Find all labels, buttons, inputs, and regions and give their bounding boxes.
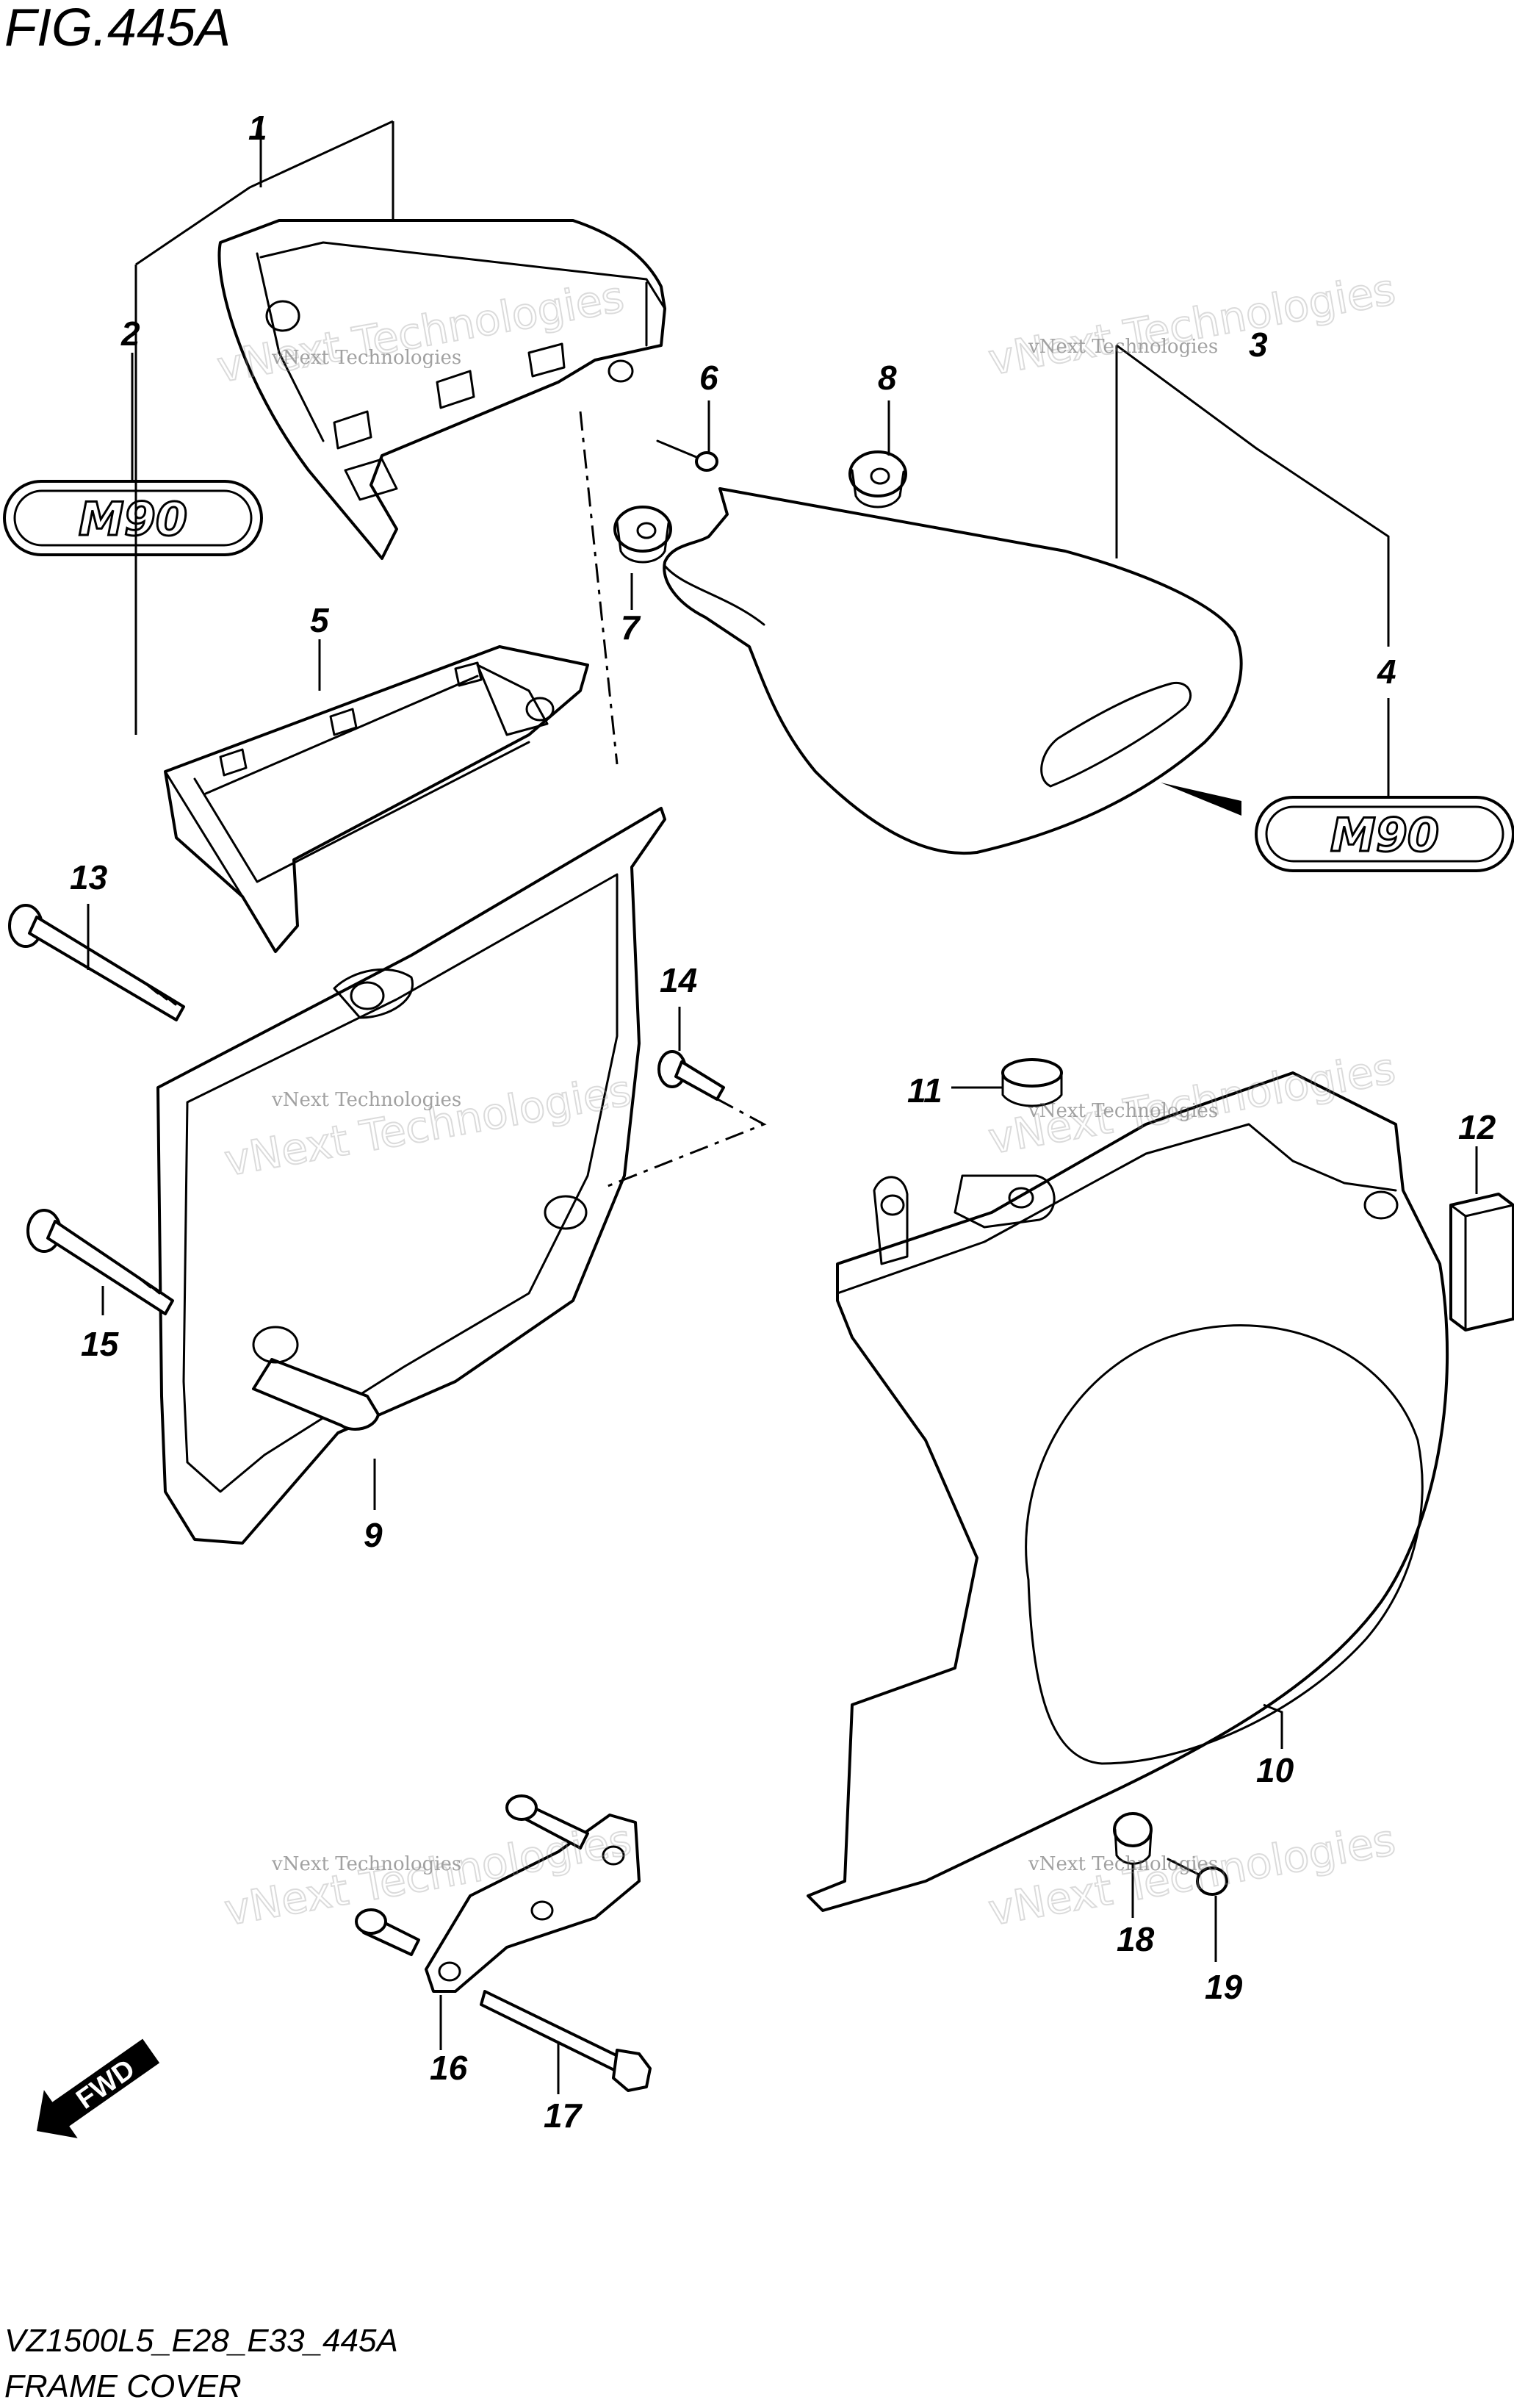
watermark-4: vNext Technologies (1028, 1100, 1218, 1122)
part-11-cushion (1001, 1058, 1063, 1107)
assembly-lines (579, 411, 767, 1188)
callout-11: 11 (907, 1071, 942, 1110)
figure-title: FIG.445A (4, 0, 231, 57)
callout-labels: 1 2 3 4 5 6 7 8 9 10 11 12 13 14 15 16 1… (70, 109, 1496, 2135)
callout-19: 19 (1205, 1968, 1243, 2006)
watermark-2: vNext Technologies (1028, 336, 1218, 358)
model-code: VZ1500L5_E28_E33_445A (4, 2323, 398, 2359)
callout-17: 17 (544, 2096, 583, 2135)
callout-14: 14 (660, 961, 697, 999)
callout-3: 3 (1249, 326, 1268, 364)
callout-18: 18 (1117, 1920, 1155, 1958)
part-17-bolt (480, 1990, 652, 2092)
callout-4: 4 (1377, 653, 1396, 691)
watermark-6: vNext Technologies (1028, 1853, 1218, 1875)
part-15-bolt (26, 1209, 174, 1315)
callout-15: 15 (81, 1325, 120, 1363)
part-8-cushion (848, 450, 907, 508)
part-2-emblem: M90 (3, 480, 263, 556)
part-12-pad (1449, 1193, 1514, 1331)
callout-7: 7 (621, 608, 641, 647)
part-14-bolt (657, 1050, 725, 1101)
callout-12: 12 (1458, 1108, 1496, 1146)
watermark-2-large: vNext Technologies (985, 264, 1399, 384)
callout-9: 9 (364, 1516, 383, 1554)
watermark-1: vNext Technologies (271, 347, 461, 369)
callout-16: 16 (430, 2049, 468, 2087)
watermark-6-large: vNext Technologies (985, 1814, 1399, 1935)
part-4-emblem: M90 (1161, 783, 1514, 872)
section-name: FRAME COVER (4, 2368, 242, 2404)
watermark-3: vNext Technologies (271, 1089, 461, 1111)
part-7-cushion (613, 506, 672, 564)
callout-13: 13 (70, 858, 108, 896)
callout-5: 5 (310, 601, 330, 639)
part-5-bracket (164, 645, 589, 953)
watermark-5: vNext Technologies (271, 1853, 461, 1875)
part-9-cover (156, 807, 666, 1545)
part-1-frame-cover (217, 219, 666, 560)
callout-8: 8 (878, 359, 897, 397)
callout-10: 10 (1256, 1751, 1294, 1789)
fwd-direction-arrow: FWD (37, 2038, 160, 2138)
emblem-right-text: M90 (1330, 808, 1439, 862)
callout-6: 6 (699, 359, 718, 397)
part-13-bolt (8, 904, 185, 1021)
callout-1: 1 (248, 109, 267, 147)
emblem-left-text: M90 (79, 492, 187, 546)
part-16-bracket (355, 1794, 641, 1993)
part-19-screw (1167, 1858, 1228, 1896)
part-6-screw (656, 439, 718, 472)
callout-2: 2 (120, 315, 140, 353)
part-10-cover (807, 1071, 1449, 1912)
part-3-frame-cover (663, 487, 1243, 855)
callout-leaders (87, 120, 1478, 2094)
